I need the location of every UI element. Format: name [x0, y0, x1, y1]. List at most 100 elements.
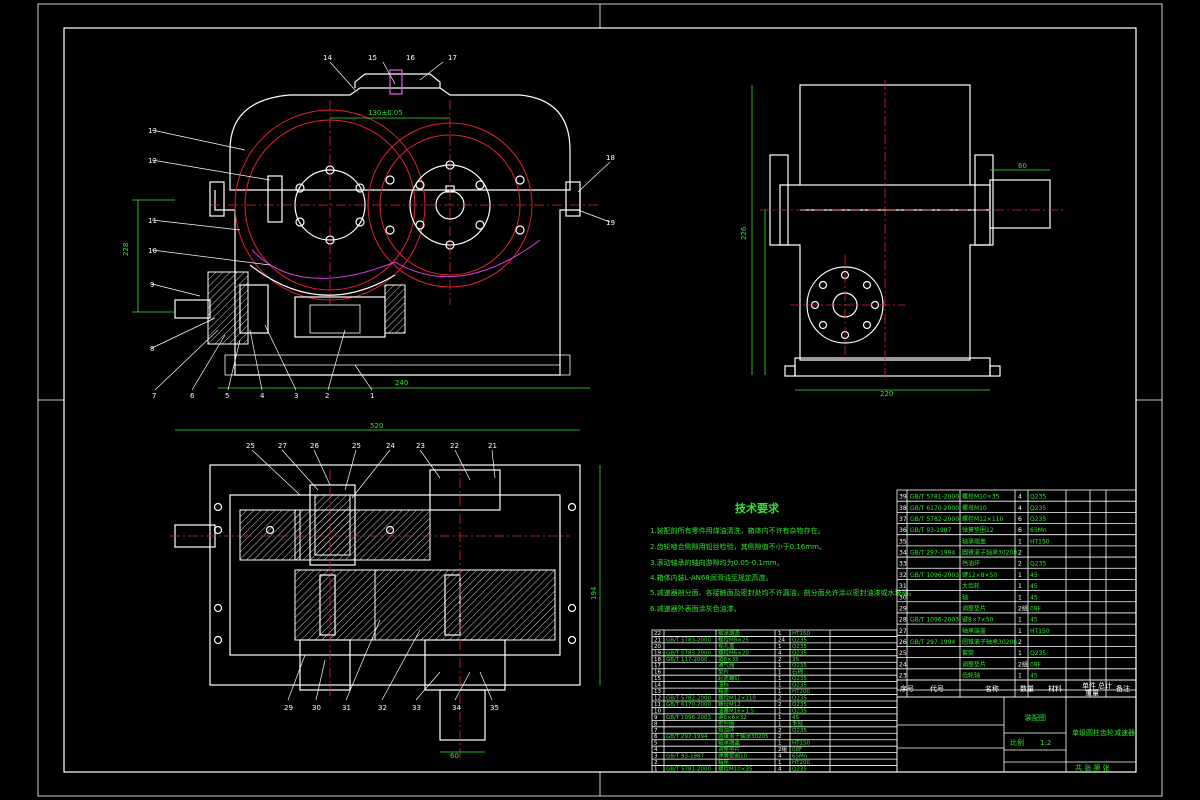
sheet-border: [37, 3, 1163, 797]
front-view: 228 240 130±0.05 14 15 16: [122, 54, 615, 400]
bom-left-cell: 24: [778, 637, 785, 643]
bom-left-cell: GB/T 5782-2000: [666, 696, 711, 702]
bom-left-cell: HT200: [792, 689, 810, 695]
bom-left-cell: 螺栓M6×20: [718, 648, 749, 656]
bom-header-total: 总计: [1098, 681, 1112, 690]
bom-right-cell: 1: [1018, 617, 1022, 624]
part-label-32: 32: [378, 704, 387, 712]
bom-right-cell: 25: [899, 650, 907, 657]
bom-right-cell: Q235: [1030, 505, 1046, 512]
bom-right-cell: GB/T 1096-2003: [910, 617, 959, 624]
bom-left-cell: GB/T 1096-2003: [666, 715, 711, 721]
bom-left-cell: 轴承端盖: [718, 739, 741, 747]
bom-left-cell: 20: [654, 644, 661, 650]
bom-right-cell: 28: [899, 617, 907, 624]
bom-left-cell: 21: [654, 637, 661, 643]
bom-header-code: 代号: [930, 684, 944, 693]
part-label-21: 21: [488, 442, 497, 450]
side-height-dim: 226: [740, 226, 748, 240]
bom-left-cell: 10: [654, 708, 661, 714]
bom-right-cell: HT150: [1030, 538, 1050, 545]
bom-right-cell: 螺母M10: [962, 504, 987, 512]
bom-left-cell: 密封圈: [718, 719, 735, 727]
shaft-length-dim: 60: [450, 752, 459, 760]
bom-left-grid: [651, 629, 898, 773]
bom-left-cell: 垫片: [718, 668, 729, 676]
part-label-9: 9: [150, 281, 154, 289]
bom-left-cell: GB/T 297-1994: [666, 734, 708, 740]
bom-left-cell: 9: [654, 715, 658, 721]
bom-right-cell: 35: [899, 538, 907, 545]
bom-left-cell: Q235: [792, 676, 807, 682]
bom-left-cell: 15: [654, 676, 661, 682]
part-label-2: 2: [325, 392, 329, 400]
part-label-12: 12: [148, 157, 157, 165]
part-label-14: 14: [323, 54, 332, 62]
drawing-name: 装配图: [1025, 713, 1046, 722]
bom-left-cell: 1: [778, 721, 782, 727]
bom-left-cell: 弹簧垫圈10: [718, 752, 747, 760]
bom-left-cell: Q235: [792, 767, 807, 773]
bom-left-cell: 18: [654, 657, 661, 663]
bom-right-cell: 轴承端盖: [962, 627, 986, 635]
bom-left-cell: 2: [778, 728, 782, 734]
part-label-3: 3: [294, 392, 298, 400]
part-label-25a: 25: [246, 442, 255, 450]
bom-left-cell: GB/T 6170-2000: [666, 702, 711, 708]
bom-right-cell: 6: [1018, 516, 1022, 523]
tech-line-1: 1.装配前所有零件用煤油清洗，箱体内不许有杂物存在。: [650, 526, 825, 535]
bom-left-cell: 1: [778, 689, 782, 695]
bom-left-cell: 2: [654, 760, 658, 766]
bom-left-cell: 2: [778, 657, 782, 663]
bom-left-cell: 1: [778, 683, 782, 689]
bom-left-cell: 石棉: [792, 668, 804, 676]
bom-right-cell: 2组: [1018, 660, 1028, 668]
bom-right-cell: 键8×7×50: [962, 616, 994, 624]
bom-left-cell: 1: [778, 670, 782, 676]
bom-right-cell: 轴承端盖: [962, 537, 986, 545]
bom-header-unit: 单件: [1082, 681, 1096, 690]
bom-left-cell: Q235: [792, 644, 807, 650]
bom-left-cell: 19: [654, 650, 661, 656]
bom-right-cell: GB/T 93-1987: [910, 527, 952, 534]
bom-left-cell: 12: [654, 696, 661, 702]
bom-left-cell: 螺母M12: [718, 700, 741, 708]
part-label-26: 26: [310, 442, 319, 450]
bom-left-cell: 4: [654, 747, 658, 753]
bom-right-cell: 37: [899, 516, 907, 523]
bom-right-cell: 螺栓M10×35: [962, 493, 1000, 501]
bom-right-cell: 1: [1018, 572, 1022, 579]
bom-header-name: 名称: [985, 684, 999, 693]
bom-right-cell: 1: [1018, 594, 1022, 601]
bom-header-row: 序号 代号 名称 数量 材料 单件 总计 备注 重量: [897, 679, 1136, 698]
part-label-18: 18: [606, 154, 615, 162]
bom-left-cell: 5: [654, 741, 658, 747]
part-label-13: 13: [148, 127, 157, 135]
bom-left-cell: Q235: [792, 728, 807, 734]
bom-left-cell: 油塞M16×1.5: [718, 706, 755, 714]
part-label-4: 4: [260, 392, 265, 400]
side-width-dim: 220: [880, 390, 893, 398]
bom-left-cell: 35: [792, 657, 799, 663]
bom-left-cell: Q235: [792, 663, 807, 669]
title-block: 装配图 单级圆柱齿轮减速器 比例 1:2 共 张 第 张: [896, 696, 1137, 773]
bom-left-cell: 通气器: [718, 661, 735, 669]
bom-left-cell: 65Mn: [792, 754, 808, 760]
part-label-17: 17: [448, 54, 457, 62]
